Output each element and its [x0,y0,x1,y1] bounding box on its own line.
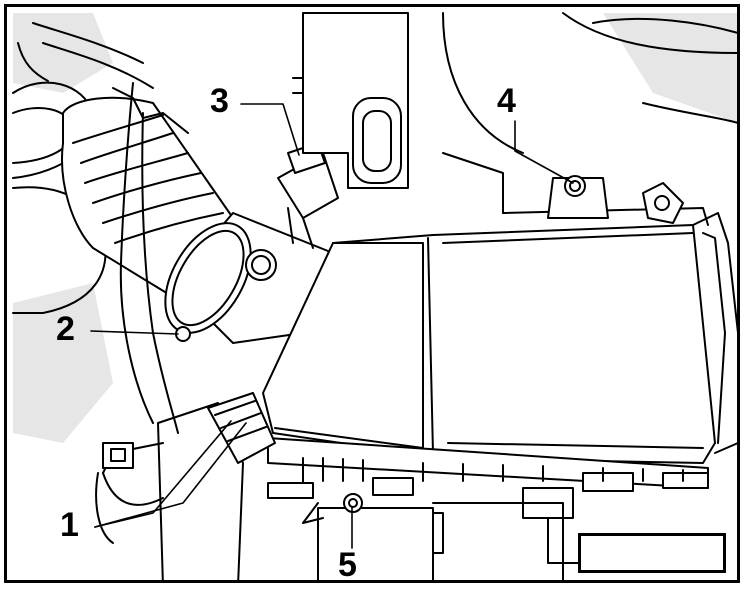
bolt-5 [343,493,363,513]
leader-line-1b [94,422,247,528]
air-filter-housing [262,177,737,464]
illustration-frame [4,4,740,583]
reference-code-box [578,533,726,573]
callout-5: 5 [338,546,357,584]
background-shading [13,13,737,443]
wiring [95,82,189,544]
leader-line-3 [240,103,300,156]
bolts [175,175,586,513]
engine-bay-drawing [12,12,737,580]
lower-duct [102,392,276,580]
callout-4: 4 [497,82,516,120]
leader-line-2 [90,330,179,335]
right-background [442,12,737,214]
callout-2: 2 [56,310,75,348]
upper-component [292,12,409,189]
lower-block [302,487,579,580]
bolt-4 [564,175,586,197]
callout-3: 3 [210,82,229,120]
callout-1: 1 [60,506,79,544]
bolt-5-center [348,498,358,508]
leader-lines [90,103,574,549]
leader-line-4 [514,120,574,184]
sensor-connector [277,142,339,249]
bolt-4-center [569,180,581,192]
lower-housing-rail [267,437,709,499]
